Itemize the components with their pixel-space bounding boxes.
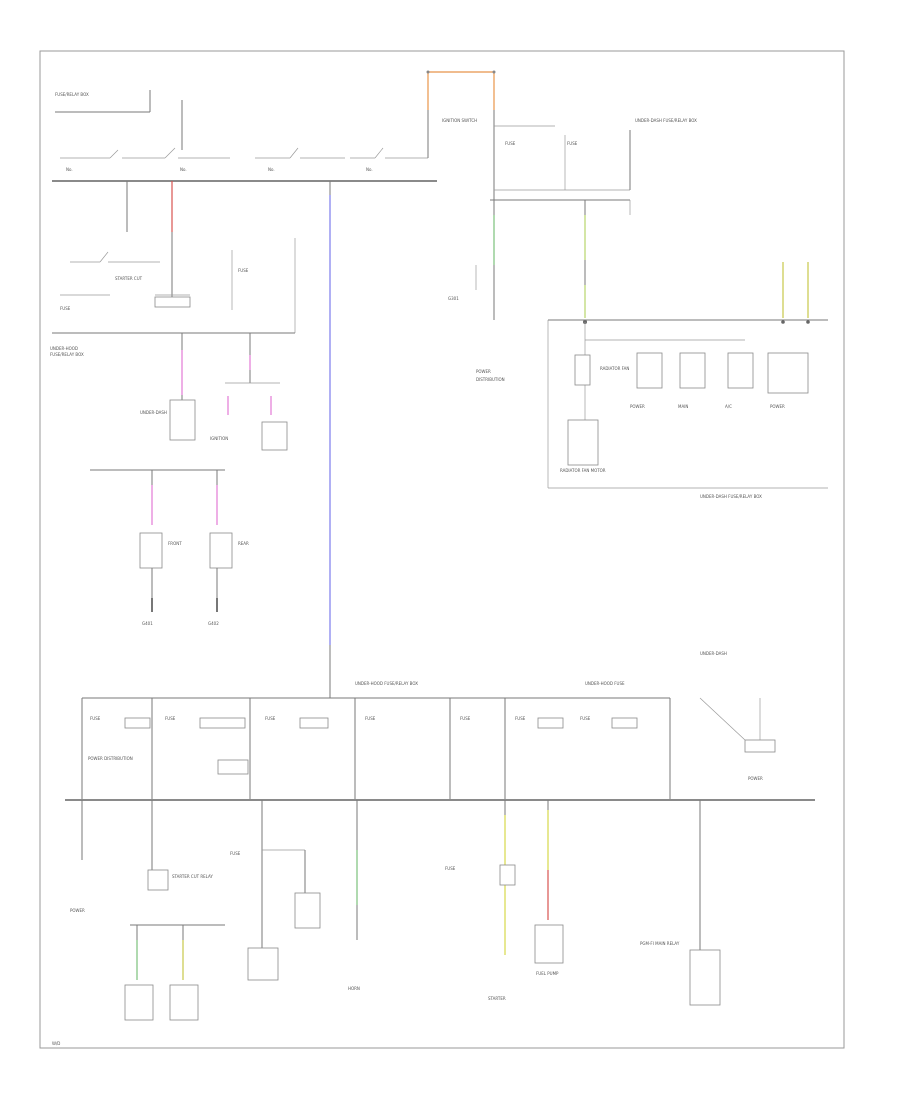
main-relay-label: PGM-FI MAIN RELAY — [640, 941, 680, 946]
svg-text:No.: No. — [268, 167, 275, 172]
svg-text:UNDER-DASH FUSE/RELAY BOX: UNDER-DASH FUSE/RELAY BOX — [700, 494, 762, 499]
top-left-fuse-box: FUSE/RELAY BOX No. No. No. No. — [55, 90, 429, 172]
svg-text:UNDER-HOOD: UNDER-HOOD — [50, 346, 78, 351]
bottom-fuse-box: FUSE FUSE FUSE FUSE FUSE FUSE FUSE UNDER… — [81, 651, 776, 800]
svg-text:RADIATOR FAN: RADIATOR FAN — [600, 366, 629, 371]
svg-text:FUSE: FUSE — [515, 716, 526, 721]
svg-text:STARTER CUT: STARTER CUT — [115, 276, 143, 281]
fuse-box-top-label: UNDER-DASH FUSE/RELAY BOX — [635, 118, 697, 123]
svg-text:POWER: POWER — [476, 369, 491, 374]
fuse-box-bottom-label: UNDER-HOOD FUSE/RELAY BOX — [355, 681, 418, 686]
svg-text:FUSE/RELAY BOX: FUSE/RELAY BOX — [55, 92, 89, 97]
svg-text:FUSE: FUSE — [580, 716, 591, 721]
svg-text:FRONT: FRONT — [168, 541, 182, 546]
svg-text:UNDER-HOOD FUSE: UNDER-HOOD FUSE — [585, 681, 625, 686]
svg-text:No.: No. — [180, 167, 187, 172]
svg-text:FUSE: FUSE — [567, 141, 578, 146]
svg-text:MAIN: MAIN — [678, 404, 688, 409]
svg-text:STARTER: STARTER — [488, 996, 506, 1001]
svg-text:No.: No. — [66, 167, 73, 172]
svg-text:POWER: POWER — [770, 404, 785, 409]
svg-text:POWER: POWER — [748, 776, 763, 781]
svg-text:FUSE: FUSE — [265, 716, 276, 721]
svg-text:UNDER-DASH: UNDER-DASH — [140, 410, 167, 415]
svg-text:FUSE: FUSE — [165, 716, 176, 721]
svg-text:DISTRIBUTION: DISTRIBUTION — [476, 377, 505, 382]
svg-text:FUSE: FUSE — [445, 866, 456, 871]
fuel-pump-label: FUEL PUMP — [536, 971, 559, 976]
svg-text:UNDER-DASH: UNDER-DASH — [700, 651, 727, 656]
svg-text:G301: G301 — [448, 296, 459, 301]
svg-text:A/C: A/C — [725, 404, 732, 409]
svg-text:W/D: W/D — [52, 1041, 60, 1046]
svg-text:FUSE: FUSE — [60, 306, 71, 311]
power-dist-label: POWER DISTRIBUTION — [88, 756, 133, 761]
svg-text:FUSE: FUSE — [460, 716, 471, 721]
svg-text:FUSE/RELAY BOX: FUSE/RELAY BOX — [50, 352, 84, 357]
svg-text:FUSE: FUSE — [505, 141, 516, 146]
right-upper-panel: RADIATOR FAN POWER MAIN A/C POWER RADIAT… — [547, 319, 828, 499]
horn-label: HORN — [348, 986, 360, 991]
orange-wire — [427, 71, 495, 110]
svg-text:REAR: REAR — [238, 541, 249, 546]
svg-text:IGNITION: IGNITION — [210, 436, 228, 441]
ignition-switch-area: IGNITION SWITCH UNDER-DASH FUSE/RELAY BO… — [442, 110, 697, 215]
svg-text:FUSE: FUSE — [90, 716, 101, 721]
radiator-fan-label: RADIATOR FAN MOTOR — [560, 468, 606, 473]
svg-text:POWER: POWER — [630, 404, 645, 409]
starter-label: STARTER CUT RELAY — [172, 874, 213, 879]
svg-text:POWER: POWER — [70, 908, 85, 913]
svg-text:FUSE: FUSE — [230, 851, 241, 856]
svg-text:FUSE: FUSE — [238, 268, 249, 273]
diagram-frame — [39, 50, 845, 1049]
svg-text:FUSE: FUSE — [365, 716, 376, 721]
svg-text:No.: No. — [366, 167, 373, 172]
left-middle-relays: STARTER CUT FUSE FUSE — [60, 238, 296, 333]
ignition-switch-label: IGNITION SWITCH — [442, 118, 477, 123]
ground-label-left: G401 — [142, 621, 153, 626]
svg-text:G402: G402 — [208, 621, 219, 626]
